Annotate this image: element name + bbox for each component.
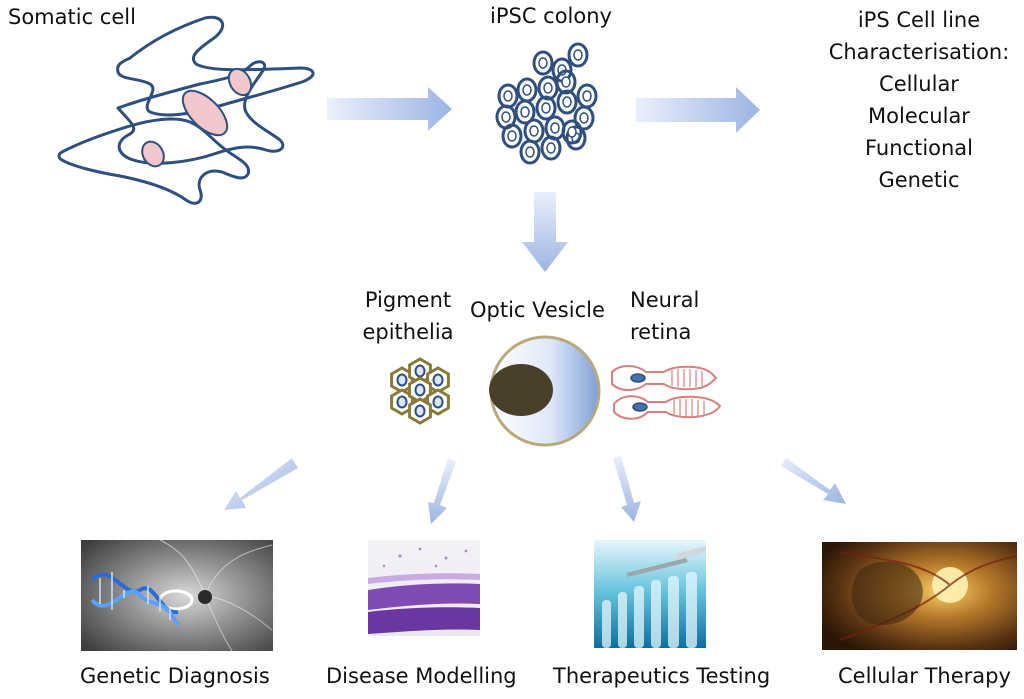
ipsc-cell-nucleus bbox=[567, 126, 577, 138]
ipsc-cell-nucleus bbox=[550, 122, 560, 134]
ipsc-cell-nucleus bbox=[562, 96, 572, 108]
ipsc-cell bbox=[532, 50, 554, 76]
ipsc-cell bbox=[556, 89, 578, 115]
ipsc-cell-nucleus bbox=[579, 112, 589, 124]
pigment-hex-nucleus bbox=[414, 383, 426, 397]
ipsc-cell-nucleus bbox=[538, 57, 548, 69]
neural-retina-line-2: retina bbox=[630, 320, 692, 344]
pigment-epithelia-line-1: Pigment bbox=[364, 288, 452, 312]
ipsc-cell bbox=[519, 139, 541, 165]
ipsc-cell bbox=[540, 135, 562, 161]
ipsc-cell-nucleus bbox=[503, 90, 513, 102]
disease-modelling-label: Disease Modelling bbox=[326, 664, 517, 688]
arrow-to-cellular-therapy bbox=[781, 458, 846, 504]
characterisation-item: Cellular bbox=[879, 72, 959, 96]
ipsc-cell-nucleus bbox=[507, 130, 517, 142]
ipsc-cell-nucleus bbox=[543, 82, 553, 94]
optic-vesicle-label: Optic Vesicle bbox=[470, 298, 605, 322]
neural-retina-line-1: Neural bbox=[630, 288, 700, 312]
characterisation-block: iPS Cell line Characterisation: Cellular… bbox=[810, 4, 1024, 196]
arrow-somatic-to-ipsc bbox=[327, 87, 452, 131]
pigment-epithelia-line-2: epithelia bbox=[362, 320, 454, 344]
test-tubes-pipette-image bbox=[594, 540, 706, 648]
pigment-hex-nucleus bbox=[414, 404, 426, 418]
application-arrows bbox=[224, 456, 846, 524]
pigment-hex-nucleus bbox=[396, 395, 408, 409]
pigment-epithelia-icon bbox=[390, 357, 450, 425]
characterisation-title-1: iPS Cell line bbox=[857, 8, 981, 32]
arrow-ipsc-down bbox=[522, 192, 568, 272]
ipsc-cell-nucleus bbox=[573, 49, 583, 61]
genetic-diagnosis-label: Genetic Diagnosis bbox=[80, 664, 270, 688]
characterisation-title-2: Characterisation: bbox=[828, 40, 1010, 64]
pigment-hex-nucleus bbox=[396, 373, 408, 387]
pigment-hex-nucleus bbox=[414, 364, 426, 378]
ipsc-cell bbox=[561, 119, 583, 145]
therapeutics-testing-label: Therapeutics Testing bbox=[553, 664, 771, 688]
ipsc-cell-nucleus bbox=[529, 125, 539, 137]
ipsc-cell bbox=[501, 123, 523, 149]
ipsc-cell-nucleus bbox=[561, 76, 571, 88]
somatic-nuclei bbox=[141, 67, 253, 168]
fundus-photo-image bbox=[822, 542, 1017, 650]
arrow-to-disease-modelling bbox=[428, 458, 456, 524]
characterisation-item: Molecular bbox=[868, 104, 970, 128]
ipsc-cell bbox=[555, 69, 577, 95]
characterisation-item: Functional bbox=[864, 136, 974, 160]
arrow-ipsc-to-characterisation bbox=[636, 87, 760, 133]
arrow-to-therapeutics-testing bbox=[613, 456, 641, 522]
ipsc-cell-nucleus bbox=[546, 142, 556, 154]
ipsc-cell bbox=[535, 95, 557, 121]
pigment-epithelia-label: Pigment epithelia bbox=[352, 284, 464, 348]
pigment-hex-nucleus bbox=[432, 373, 444, 387]
ipsc-colony-label: iPSC colony bbox=[490, 4, 612, 28]
pigment-hex-nucleus bbox=[432, 395, 444, 409]
arrow-to-genetic-diagnosis bbox=[224, 458, 298, 510]
neural-retina-label: Neural retina bbox=[630, 284, 699, 348]
ipsc-cell bbox=[573, 105, 595, 131]
neural-retina-icon bbox=[611, 365, 722, 420]
ipsc-cell bbox=[567, 42, 589, 68]
optic-vesicle-icon bbox=[489, 335, 601, 447]
ipsc-cell-nucleus bbox=[541, 102, 551, 114]
neural-nuclei bbox=[630, 373, 648, 412]
ipsc-cell-nucleus bbox=[522, 84, 532, 96]
retina-histology-image bbox=[368, 540, 480, 636]
ipsc-cell bbox=[565, 125, 587, 151]
ipsc-cell-nucleus bbox=[520, 106, 530, 118]
ipsc-cell-nucleus bbox=[582, 90, 592, 102]
ipsc-colony-icon bbox=[495, 42, 598, 165]
characterisation-item: Genetic bbox=[878, 168, 960, 192]
somatic-cell-label: Somatic cell bbox=[8, 5, 136, 29]
ipsc-cell-nucleus bbox=[501, 111, 511, 123]
ipsc-cell-nucleus bbox=[525, 146, 535, 158]
dna-helix-fundus-image bbox=[81, 539, 273, 652]
cellular-therapy-label: Cellular Therapy bbox=[838, 664, 1011, 688]
ipsc-cell bbox=[514, 99, 536, 125]
